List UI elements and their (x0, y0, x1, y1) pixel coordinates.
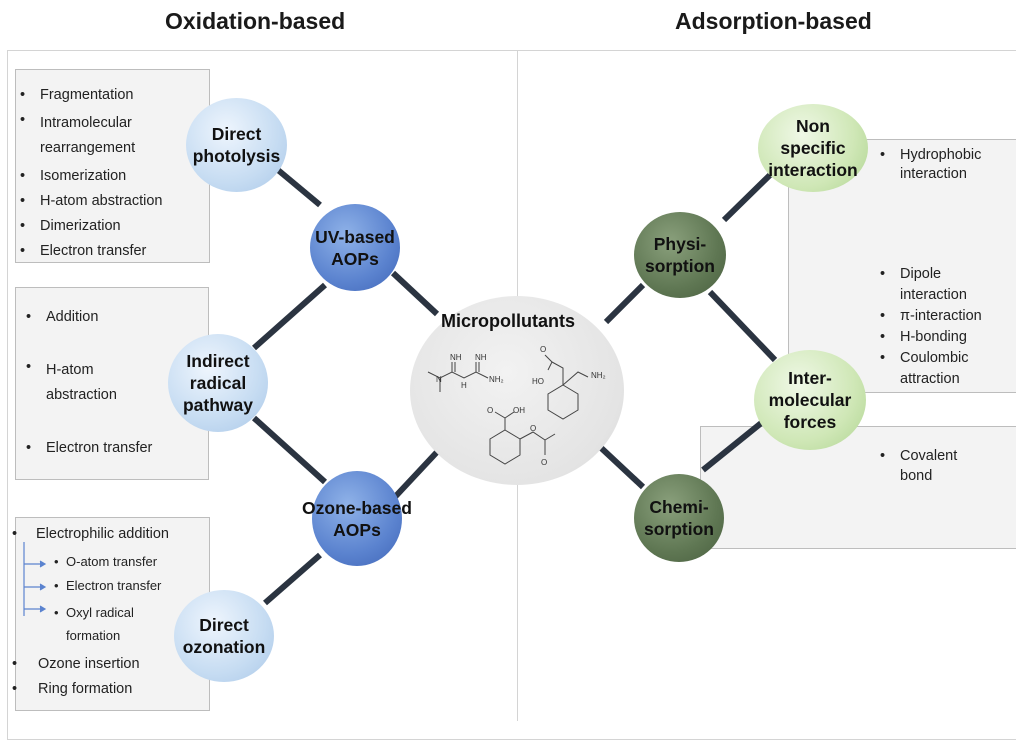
list-item: H-bonding (876, 327, 1006, 348)
intermolecular-list: Dipole interaction π-interaction H-bondi… (876, 264, 1006, 390)
ozonation-main-text: Electrophilic addition (36, 526, 169, 542)
indirect-radical-node: Indirect radical pathway (168, 334, 268, 432)
list-item: Intramolecular rearrangement (16, 111, 206, 161)
physisorption-node: Physi- sorption (634, 212, 726, 298)
list-item: Addition (22, 308, 202, 327)
list-item: Isomerization (16, 167, 206, 186)
direct-photolysis-label: Direct photolysis (192, 124, 281, 166)
micropollutants-label: Micropollutants (441, 311, 575, 331)
connector-lines (23, 167, 778, 616)
list-item: H-atom abstraction (22, 358, 202, 408)
direct-photolysis-node: Direct photolysis (186, 98, 287, 192)
intermolecular-node: Inter- molecular forces (754, 350, 866, 450)
heading-oxidation: Oxidation-based (165, 8, 346, 34)
list-item-text: Intramolecular rearrangement (40, 115, 136, 156)
indirect-radical-label: Indirect radical pathway (182, 351, 254, 415)
chemisorption-node: Chemi- sorption (634, 474, 724, 562)
list-item: H-atom abstraction (16, 192, 206, 211)
radical-list: Addition H-atom abstraction Electron tra… (22, 308, 202, 458)
uv-aops-node: UV-based AOPs (310, 204, 400, 291)
list-item: π-interaction (876, 306, 1006, 327)
ozonation-item-text: Ring formation (38, 681, 133, 697)
list-item: Dimerization (16, 217, 206, 236)
photolysis-list: Fragmentation Intramolecular rearrangeme… (16, 86, 206, 261)
ozonation-sub-item: O-atom transfer (54, 554, 157, 570)
ozone-aops-node: Ozone-based AOPs (302, 471, 412, 566)
direct-ozonation-node: Direct ozonation (174, 590, 274, 682)
ozonation-sub-item: Electron transfer (54, 578, 161, 594)
intermolecular-label: Inter- molecular forces (768, 368, 852, 432)
list-item: Coulombic attraction (876, 348, 1006, 390)
chemisorption-label: Chemi- sorption (644, 497, 714, 539)
list-item: Dipole interaction (876, 264, 1006, 306)
list-item: Hydrophobic interaction (876, 146, 1006, 184)
covalent-list: Covalent bond (876, 446, 986, 486)
ozonation-box: • Electrophilic addition O-atom transfer… (12, 517, 210, 711)
ozone-aops-label: Ozone-based AOPs (302, 497, 412, 540)
list-item: Fragmentation (16, 86, 206, 105)
list-item: Electron transfer (22, 439, 202, 458)
list-item: Electron transfer (16, 242, 206, 261)
uv-aops-label: UV-based AOPs (315, 226, 395, 269)
physisorption-label: Physi- sorption (645, 234, 715, 276)
ozonation-sub-item: Oxyl radical formation (54, 601, 146, 647)
non-specific-node: Non specific interaction (758, 104, 868, 192)
heading-adsorption: Adsorption-based (675, 8, 872, 34)
photolysis-box: Fragmentation Intramolecular rearrangeme… (15, 69, 210, 263)
hydrophobic-list: Hydrophobic interaction (876, 146, 1006, 184)
direct-ozonation-label: Direct ozonation (182, 615, 266, 657)
ozonation-item-text: Ozone insertion (38, 656, 140, 672)
list-item-text: H-atom abstraction (46, 362, 117, 403)
non-specific-label: Non specific interaction (768, 116, 858, 180)
list-item: Covalent bond (876, 446, 986, 486)
